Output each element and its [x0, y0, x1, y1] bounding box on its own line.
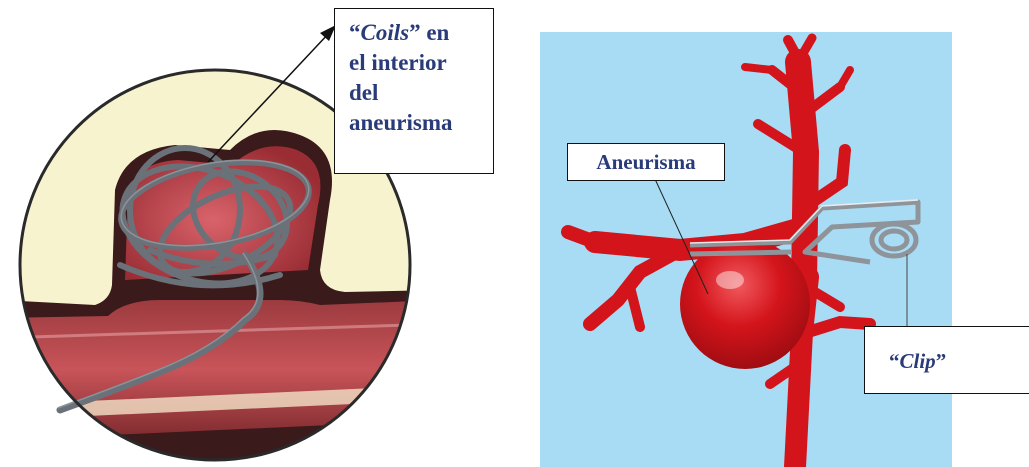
aneurysm	[680, 239, 810, 369]
clip-word: Clip	[900, 349, 936, 373]
clip-illustration-svg	[540, 32, 952, 467]
coils-quote-open: “	[349, 20, 361, 45]
clip-illustration	[540, 32, 952, 467]
coils-line4: aneurisma	[349, 110, 453, 135]
coils-word: Coils	[361, 20, 410, 45]
clip-callout: “Clip”	[864, 326, 1029, 394]
parent-vessel	[0, 300, 440, 440]
clip-quote-close: ”	[936, 349, 947, 373]
coils-line3: del	[349, 80, 378, 105]
coils-line2: el interior	[349, 50, 447, 75]
coils-callout: “Coils” en el interior del aneurisma	[334, 8, 494, 174]
coils-quote-close: ” en	[409, 20, 449, 45]
clip-quote-open: “	[889, 349, 900, 373]
aneurysm-label: Aneurisma	[567, 143, 725, 181]
